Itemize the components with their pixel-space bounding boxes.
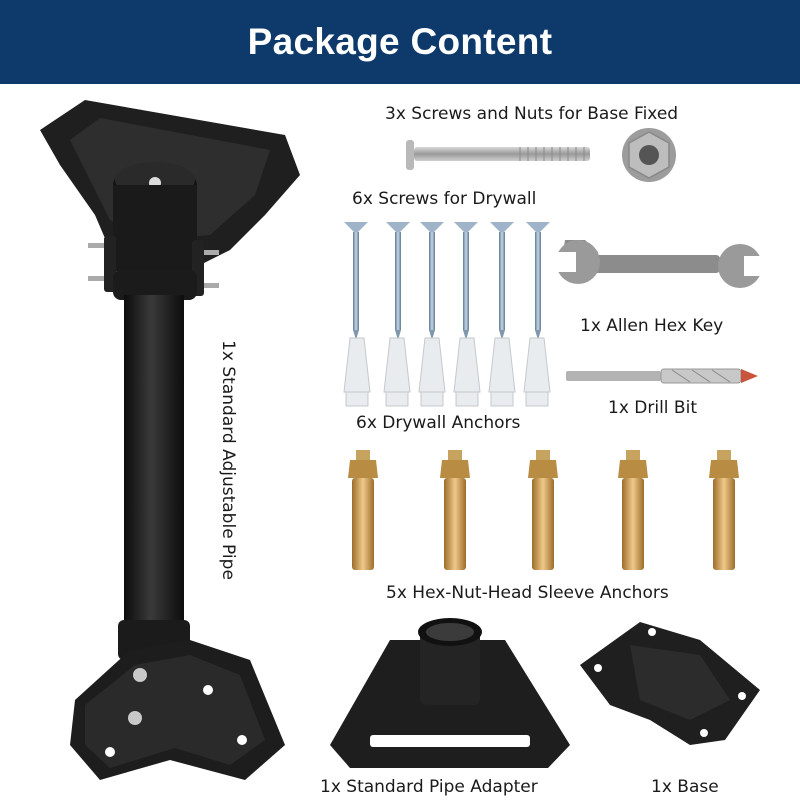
- base-plate-image: [580, 622, 760, 745]
- label-drywall-anchors: 6x Drywall Anchors: [356, 413, 521, 433]
- allen-key-image: [552, 240, 768, 288]
- label-screws-nuts-base: 3x Screws and Nuts for Base Fixed: [385, 104, 679, 124]
- label-base: 1x Base: [651, 777, 719, 797]
- adjustable-pipe-image: [40, 100, 300, 780]
- label-drill-bit: 1x Drill Bit: [608, 398, 697, 418]
- label-pipe-adapter: 1x Standard Pipe Adapter: [320, 777, 538, 797]
- sleeve-anchors-image: [348, 450, 739, 570]
- label-screws-drywall: 6x Screws for Drywall: [352, 189, 537, 209]
- label-adjustable-pipe: 1x Standard Adjustable Pipe: [218, 340, 238, 580]
- drywall-anchors-image: [343, 337, 551, 407]
- pipe-adapter-image: [330, 618, 570, 768]
- drill-bit-image: [566, 368, 758, 384]
- label-sleeve-anchors: 5x Hex-Nut-Head Sleeve Anchors: [386, 583, 669, 603]
- header-banner: Package Content: [0, 0, 800, 84]
- flange-nut-image: [622, 128, 676, 182]
- label-allen-key: 1x Allen Hex Key: [580, 316, 724, 336]
- page-title: Package Content: [247, 21, 553, 62]
- drywall-screws-image: [344, 222, 550, 340]
- base-screw-image: [406, 140, 590, 170]
